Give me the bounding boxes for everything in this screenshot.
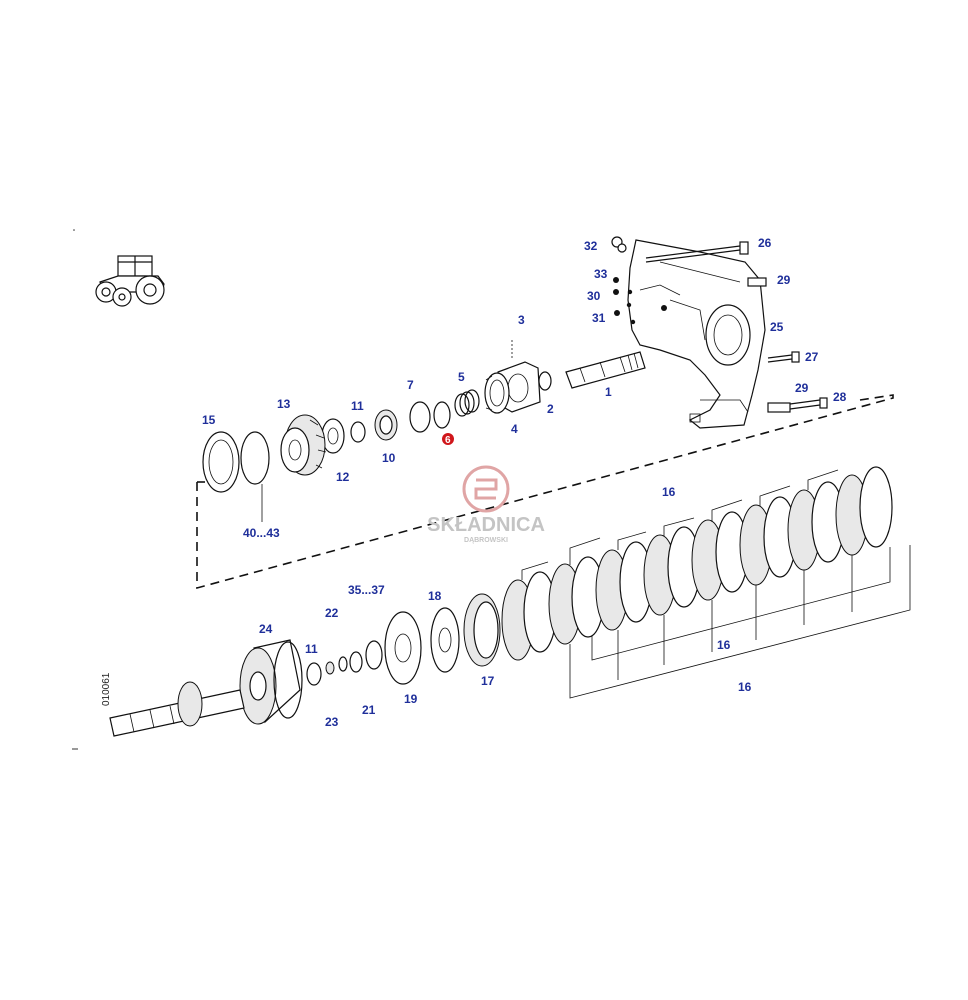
drum-24 — [239, 639, 303, 725]
tractor-icon — [95, 255, 165, 307]
label-part-22: 22 — [325, 606, 339, 620]
ring-22 — [338, 656, 348, 672]
label-part-7: 7 — [407, 378, 414, 392]
ring-21 — [349, 651, 363, 673]
pin-29-upper — [747, 277, 767, 287]
label-part-32: 32 — [584, 239, 598, 253]
ring-2 — [538, 371, 552, 391]
label-part-33: 33 — [594, 267, 608, 281]
ring-40-43 — [240, 431, 270, 485]
label-part-3: 3 — [518, 313, 525, 327]
label-part-40-43: 40...43 — [243, 526, 280, 540]
label-part-23: 23 — [325, 715, 339, 729]
label-part-5: 5 — [458, 370, 465, 384]
watermark-subname: DĄBROWSKI — [464, 537, 508, 544]
label-part-13: 13 — [277, 397, 291, 411]
label-part-12: 12 — [336, 470, 350, 484]
spring-plate-18 — [430, 607, 460, 673]
label-part-27: 27 — [805, 350, 819, 364]
highlight-badge — [442, 433, 454, 445]
label-part-31: 31 — [592, 311, 606, 325]
disc-15 — [202, 431, 240, 493]
label-part-10: 10 — [382, 451, 396, 465]
label-part-15: 15 — [202, 413, 216, 427]
label-part-19: 19 — [404, 692, 418, 706]
bolt-26 — [645, 241, 749, 263]
bolt-28 — [789, 397, 828, 410]
label-part-16-mid: 16 — [717, 638, 731, 652]
pin-29-lower — [767, 402, 791, 413]
housing-25 — [626, 239, 766, 429]
label-part-16-bottom: 16 — [738, 680, 752, 694]
label-part-35-37: 35...37 — [348, 583, 385, 597]
label-part-4: 4 — [511, 422, 518, 436]
label-part-29-lower: 29 — [795, 381, 809, 395]
label-part-6: 6 — [445, 435, 451, 446]
bearing-4 — [484, 372, 510, 414]
label-part-30: 30 — [587, 289, 601, 303]
dashed-group-outline — [196, 394, 894, 590]
watermark-name: SKŁADNICA — [427, 514, 545, 536]
label-part-21: 21 — [362, 703, 376, 717]
label-part-2: 2 — [547, 402, 554, 416]
label-part-25: 25 — [770, 320, 784, 334]
ring-11-upper — [350, 421, 366, 443]
ring-6 — [433, 401, 451, 429]
label-part-29-upper: 29 — [777, 273, 791, 287]
spring-5 — [454, 389, 480, 417]
label-part-17: 17 — [481, 674, 495, 688]
label-part-1: 1 — [605, 385, 612, 399]
small-fasteners-30-33 — [611, 236, 627, 316]
clutch-plate-pack-16 — [501, 466, 911, 699]
ring-11-lower — [306, 662, 322, 686]
bolt-27 — [767, 351, 800, 363]
label-part-11-lower: 11 — [305, 642, 318, 656]
label-part-24: 24 — [259, 622, 273, 636]
output-shaft — [109, 681, 245, 737]
gear-13 — [280, 414, 327, 476]
ring-35-37 — [365, 640, 383, 670]
label-part-18: 18 — [428, 589, 442, 603]
label-part-11-upper: 11 — [351, 399, 364, 413]
ring-23 — [325, 661, 335, 675]
spring-plate-19 — [384, 611, 422, 685]
label-part-28: 28 — [833, 390, 847, 404]
bearing-10 — [374, 409, 398, 441]
watermark-logo: SKŁADNICA DĄBROWSKI — [427, 465, 545, 544]
label-part-26: 26 — [758, 236, 772, 250]
label-part-16-top: 16 — [662, 485, 676, 499]
diagram-code: 010061 — [101, 672, 112, 706]
piston-17 — [463, 593, 501, 667]
ring-7 — [409, 401, 431, 433]
shaft-1 — [565, 351, 646, 389]
